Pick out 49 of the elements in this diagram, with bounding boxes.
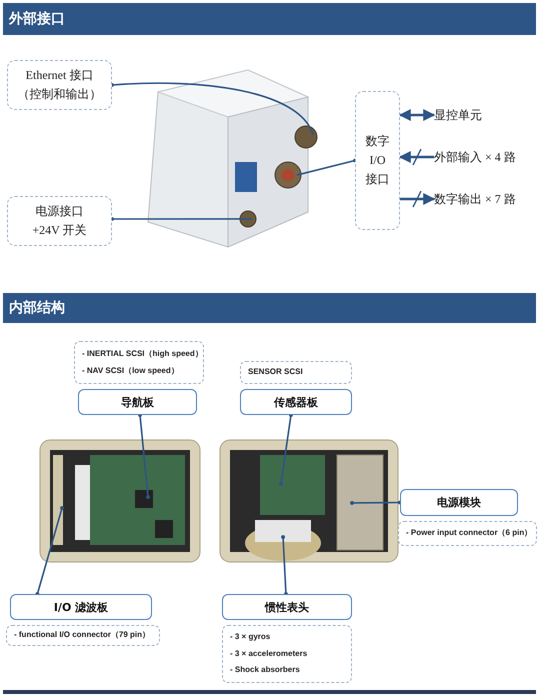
box-text: 数字I/O接口 bbox=[364, 132, 390, 188]
component-box bbox=[222, 594, 352, 620]
note-box bbox=[398, 521, 537, 546]
box-text: +24V 开关 bbox=[32, 222, 87, 239]
component-box bbox=[400, 489, 518, 516]
component-box bbox=[10, 594, 152, 620]
box-text: - Shock absorbers bbox=[230, 664, 300, 676]
leader-line bbox=[350, 500, 402, 505]
interface-box bbox=[355, 91, 400, 230]
note-box bbox=[240, 361, 352, 384]
section-header bbox=[3, 293, 536, 323]
output-label: 显控单元 bbox=[434, 106, 524, 124]
callout-box bbox=[7, 196, 112, 246]
box-text: 外部接口 bbox=[9, 10, 65, 28]
double-arrow bbox=[398, 109, 436, 122]
box-text: 电源接口 bbox=[36, 202, 84, 220]
box-text: 导航板 bbox=[121, 394, 154, 410]
leader-line bbox=[35, 506, 64, 596]
box-text: （控制和输出） bbox=[18, 86, 102, 103]
note-box bbox=[74, 341, 204, 384]
box-text: - Power input connector（6 pin） bbox=[406, 527, 532, 540]
leader-line bbox=[296, 158, 357, 176]
leader-line bbox=[279, 413, 293, 486]
box-text: - INERTIAL SCSI（high speed） bbox=[82, 348, 203, 360]
box-text: 传感器板 bbox=[274, 394, 318, 410]
box-text: Ethernet 接口 bbox=[26, 66, 94, 84]
box-text: - 3 × gyros bbox=[230, 630, 270, 643]
leader-line bbox=[281, 535, 288, 596]
section-header bbox=[3, 3, 536, 35]
box-text: - functional I/O connector（79 pin） bbox=[14, 629, 150, 642]
box-text: 内部结构 bbox=[9, 299, 65, 317]
leader-line bbox=[110, 217, 252, 221]
output-label: 外部输入 × 4 路 bbox=[434, 148, 534, 166]
output-label: 数字输出 × 7 路 bbox=[434, 190, 534, 208]
leader-line bbox=[138, 413, 150, 499]
box-text: SENSOR SCSI bbox=[248, 366, 303, 378]
leader-line bbox=[110, 82, 314, 136]
box-text: I/O 滤波板 bbox=[54, 600, 108, 614]
note-box bbox=[6, 625, 160, 646]
arrow bbox=[398, 148, 434, 166]
component-box bbox=[240, 389, 352, 415]
callout-box bbox=[7, 60, 112, 110]
arrow bbox=[400, 190, 436, 208]
box-text: - 3 × accelerometers bbox=[230, 648, 308, 660]
box-text: - NAV SCSI（low speed） bbox=[82, 364, 179, 377]
component-box bbox=[78, 389, 197, 415]
box-text: 电源模块 bbox=[437, 495, 481, 510]
box-text: 惯性表头 bbox=[265, 600, 309, 614]
note-box bbox=[222, 625, 352, 683]
